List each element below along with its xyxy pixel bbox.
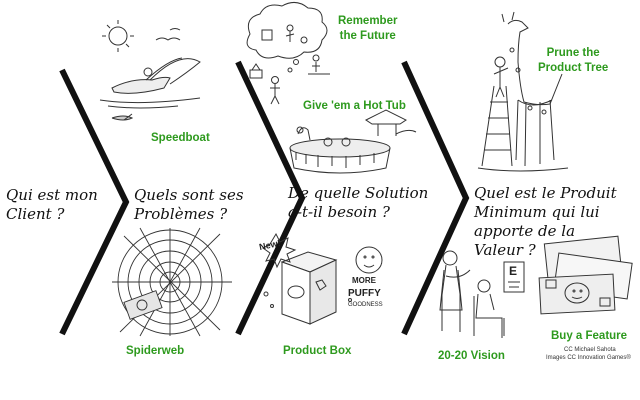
credit-line-1: CC Michael Sahota bbox=[564, 347, 616, 353]
box-word-2: PUFFY bbox=[348, 288, 381, 299]
question-product: Quel est le Produit Minimum qui lui appo… bbox=[474, 184, 617, 260]
question-product-line-3: apporte de la bbox=[474, 222, 576, 240]
remember-future-sketch bbox=[246, 2, 330, 105]
chevron-2 bbox=[235, 60, 306, 336]
label-product-box: Product Box bbox=[283, 345, 352, 357]
spiderweb-sketch bbox=[112, 227, 232, 337]
label-remember-future-line-1: Remember bbox=[338, 15, 398, 27]
question-client: Qui est mon Client ? bbox=[6, 186, 98, 224]
box-word-3: GOODNESS bbox=[348, 302, 383, 308]
label-remember-future-line-2: the Future bbox=[339, 30, 396, 42]
label-remember-future: Remember the Future bbox=[338, 14, 397, 44]
label-prune-tree: Prune the Product Tree bbox=[538, 46, 608, 76]
vision-sketch bbox=[439, 250, 525, 338]
question-product-line-4: Valeur ? bbox=[474, 241, 536, 259]
question-product-line-2: Minimum qui lui bbox=[474, 203, 600, 221]
label-buy-feature: Buy a Feature bbox=[551, 330, 628, 342]
label-speedboat: Speedboat bbox=[151, 132, 210, 144]
label-prune-tree-line-2: Product Tree bbox=[538, 62, 609, 74]
eye-chart-letter: E bbox=[509, 264, 518, 278]
label-prune-tree-line-1: Prune the bbox=[546, 47, 600, 59]
speedboat-sketch bbox=[99, 20, 201, 121]
question-problems-line-1: Quels sont ses bbox=[134, 186, 244, 204]
question-solution-line-2: a-t-il besoin ? bbox=[288, 203, 390, 221]
label-vision: 20-20 Vision bbox=[438, 350, 505, 362]
hot-tub-sketch bbox=[289, 109, 417, 174]
question-problems-line-2: Problèmes ? bbox=[134, 205, 228, 223]
question-solution: De quelle Solution a-t-il besoin ? bbox=[288, 184, 428, 222]
credit-text: CC Michael Sahota Images CC Innovation G… bbox=[546, 346, 631, 362]
credit-line-2: Images CC Innovation Games® bbox=[546, 355, 631, 361]
giraffe-sketch bbox=[477, 11, 569, 172]
question-client-line-1: Qui est mon bbox=[6, 186, 98, 204]
money-sketch bbox=[538, 235, 633, 315]
chevron-3 bbox=[401, 60, 470, 336]
chevron-1 bbox=[59, 68, 130, 336]
question-solution-line-1: De quelle Solution bbox=[288, 184, 429, 202]
question-problems: Quels sont ses Problèmes ? bbox=[134, 186, 244, 224]
box-word-1: MORE bbox=[352, 276, 376, 285]
label-spiderweb: Spiderweb bbox=[126, 345, 185, 357]
product-box-sketch bbox=[262, 232, 383, 325]
label-hot-tub: Give 'em a Hot Tub bbox=[303, 100, 406, 112]
question-client-line-2: Client ? bbox=[6, 205, 65, 223]
question-product-line-1: Quel est le Produit bbox=[474, 184, 617, 202]
